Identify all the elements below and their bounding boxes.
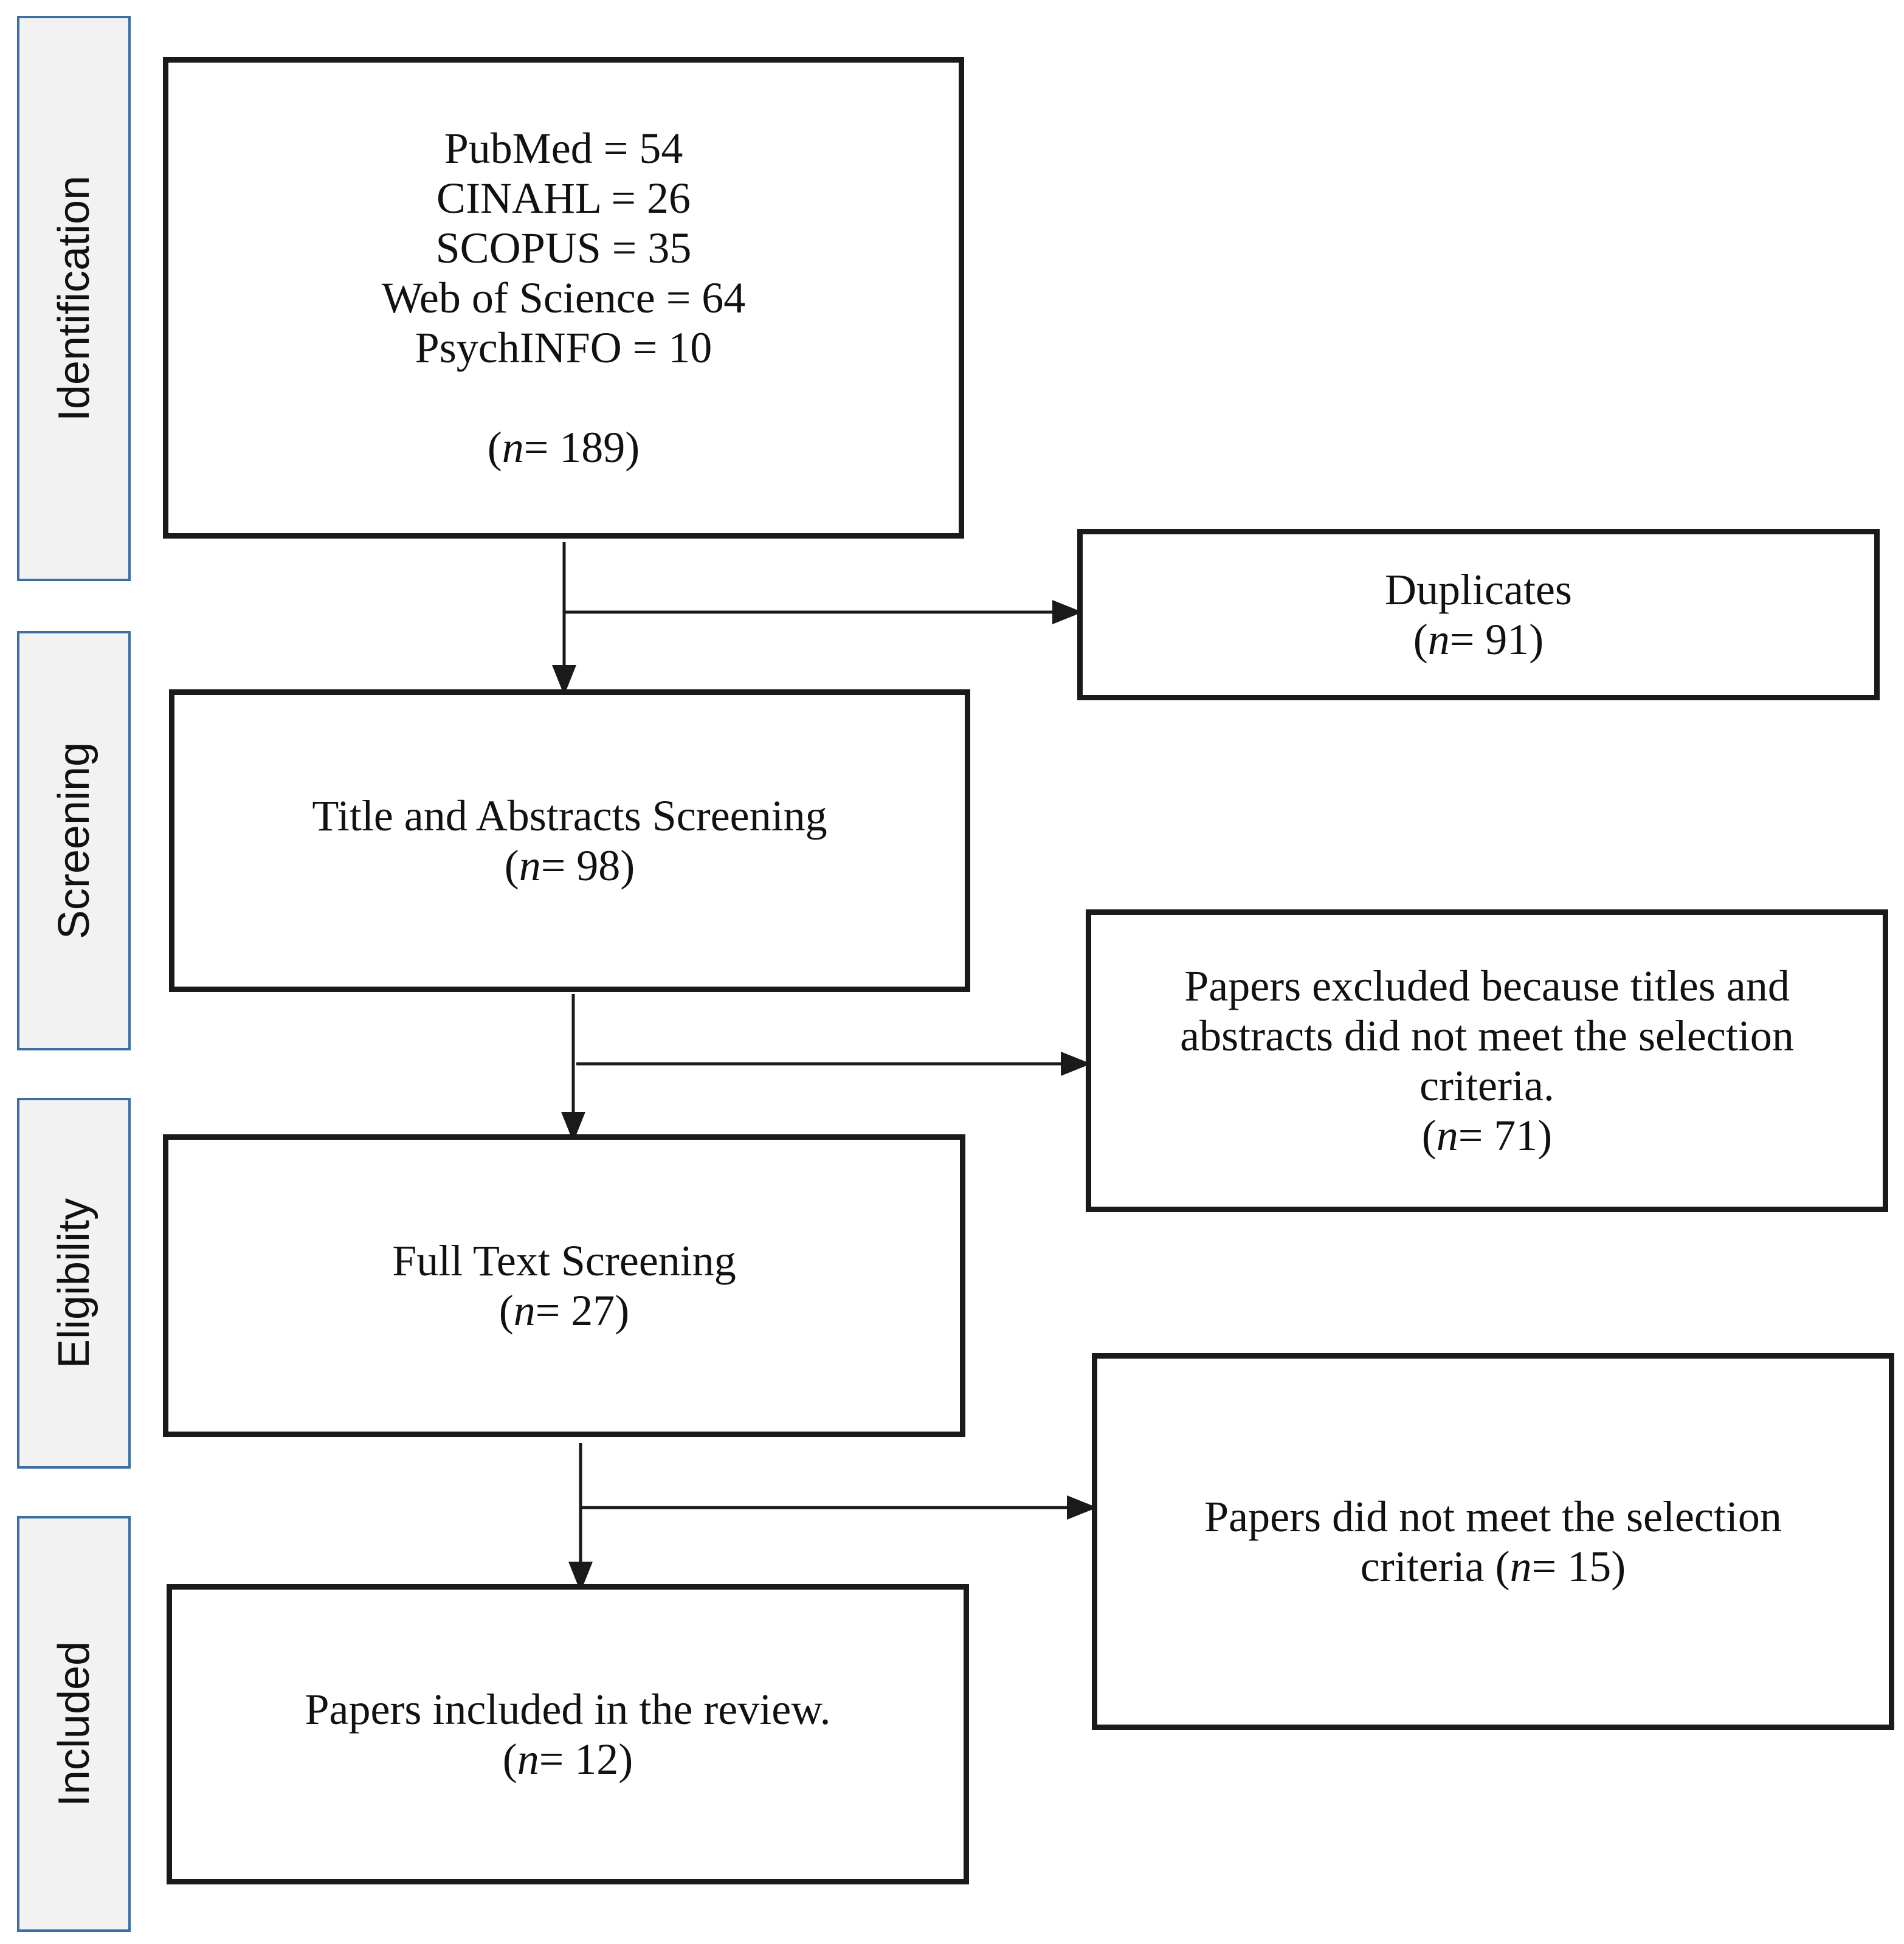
included-box: Papers included in the review. (n= 12): [167, 1584, 969, 1884]
phase-included: Included: [17, 1516, 131, 1932]
excluded-titles-abstracts-box: Papers excluded because titles and abstr…: [1086, 909, 1888, 1212]
full-text-screening-box: Full Text Screening (n= 27): [163, 1134, 965, 1437]
excluded-full-text-line-1: Papers did not meet the selection: [1204, 1492, 1782, 1541]
title-abstract-label: Title and Abstracts Screening: [312, 791, 827, 840]
phase-screening: Screening: [17, 631, 131, 1050]
source-web-of-science: Web of Science = 64: [381, 274, 746, 322]
excluded-titles-line-3: criteria.: [1419, 1061, 1554, 1110]
source-cinahl: CINAHL = 26: [436, 174, 691, 222]
excluded-full-text-count: criteria (n= 15): [1360, 1542, 1626, 1591]
duplicates-label: Duplicates: [1385, 565, 1572, 614]
duplicates-count: (n= 91): [1413, 615, 1544, 664]
excluded-full-text-box: Papers did not meet the selection criter…: [1092, 1353, 1894, 1730]
title-abstract-count: (n= 98): [504, 841, 635, 890]
title-abstract-screening-box: Title and Abstracts Screening (n= 98): [169, 689, 970, 992]
source-scopus: SCOPUS = 35: [435, 224, 692, 272]
source-psychinfo: PsychINFO = 10: [415, 323, 712, 372]
phase-identification: Identification: [17, 16, 131, 581]
full-text-count: (n= 27): [498, 1286, 630, 1335]
excluded-titles-line-1: Papers excluded because titles and: [1184, 962, 1790, 1010]
excluded-titles-line-2: abstracts did not meet the selection: [1180, 1012, 1794, 1060]
identification-count: (n= 189): [487, 423, 640, 472]
source-pubmed: PubMed = 54: [444, 124, 683, 173]
included-count: (n= 12): [502, 1735, 633, 1784]
duplicates-box: Duplicates (n= 91): [1077, 529, 1880, 700]
excluded-titles-count: (n= 71): [1421, 1111, 1553, 1160]
phase-eligibility: Eligibility: [17, 1098, 131, 1469]
full-text-label: Full Text Screening: [392, 1236, 736, 1285]
included-label: Papers included in the review.: [305, 1685, 831, 1734]
identification-box: PubMed = 54 CINAHL = 26 SCOPUS = 35 Web …: [163, 57, 964, 539]
